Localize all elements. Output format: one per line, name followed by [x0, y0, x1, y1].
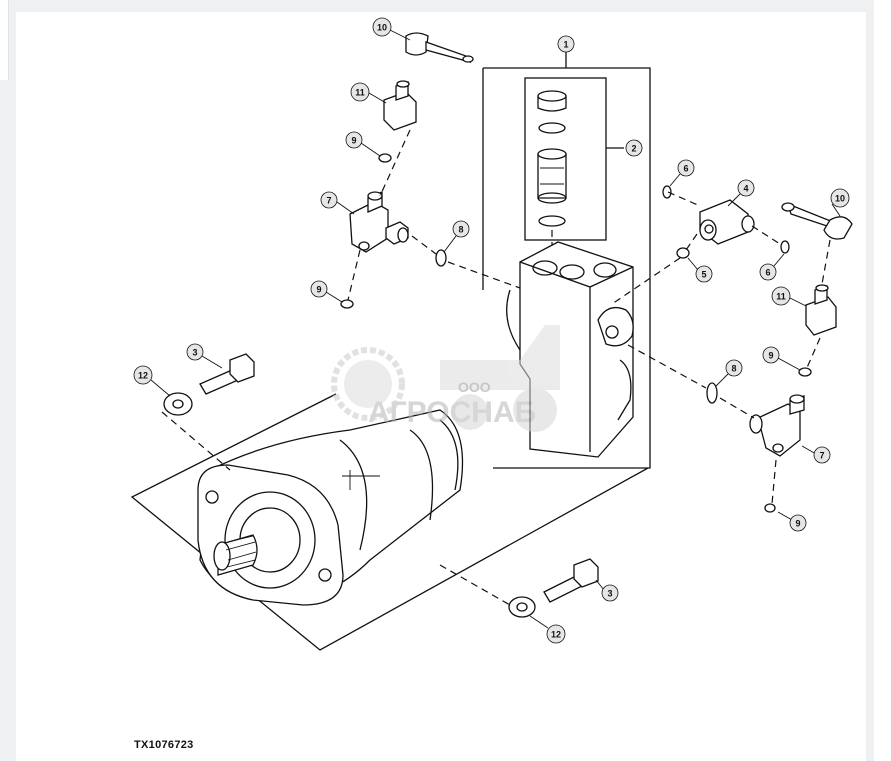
assembly-lines [161, 129, 831, 606]
callout-8-right-label: 8 [731, 364, 736, 374]
callout-6-left-bubble [677, 159, 695, 177]
callout-2-bubble [625, 139, 643, 157]
figure-code: TX1076723 [134, 739, 194, 751]
fitting-11-left [383, 80, 417, 131]
washer-9-upper-left [378, 153, 392, 163]
callout-3-lower-bubble [601, 584, 619, 602]
watermark-logo: ООО АГРОСНАБ [331, 325, 560, 432]
callout-9-right-label: 9 [768, 351, 773, 361]
callout-11-right-label: 11 [776, 292, 786, 302]
snap-ring-8-right [706, 382, 718, 404]
callout-10-left-bubble [372, 17, 392, 37]
callout-4-label: 4 [743, 184, 748, 194]
washer-12-left [163, 392, 193, 416]
callout-7-right-label: 7 [819, 451, 824, 461]
valve-assembly-frame [482, 52, 651, 469]
callout-1-label: 1 [563, 40, 568, 50]
bolt-3-lower [543, 558, 599, 603]
callout-9-lower-left-label: 9 [316, 285, 321, 295]
watermark-company: АГРОСНАБ [368, 396, 536, 429]
callout-8-right-bubble [725, 359, 743, 377]
callout-4-bubble [737, 179, 755, 197]
dust-cap-10-left [405, 32, 474, 64]
callout-5-label: 5 [701, 270, 706, 280]
callout-6-right-bubble [759, 263, 777, 281]
callout-10-left-label: 10 [377, 23, 387, 33]
right-edge-panel [874, 0, 891, 761]
callout-5-bubble [695, 265, 713, 283]
callout-11-right-bubble [771, 286, 791, 306]
cartridge-kit-frame [524, 77, 624, 262]
callout-7-left-bubble [320, 191, 338, 209]
callout-6-right-label: 6 [765, 268, 770, 278]
tee-fitting-7-left [349, 191, 409, 253]
o-ring-5 [676, 247, 690, 259]
callout-9-lower-right-bubble [789, 514, 807, 532]
tee-fitting-7-right [749, 394, 805, 457]
callout-12-left-bubble [133, 365, 153, 385]
callout-12-right-bubble [546, 624, 566, 644]
washer-9-lower-right [764, 503, 776, 513]
callout-7-right-bubble [813, 446, 831, 464]
callout-1-bubble [557, 35, 575, 53]
fitting-11-right [805, 284, 837, 336]
callout-12-right-label: 12 [551, 630, 561, 640]
callout-10-right-label: 10 [835, 194, 845, 204]
snap-ring-8-left [435, 249, 447, 267]
bolt-3-upper [199, 353, 255, 395]
callout-12-left-label: 12 [138, 371, 148, 381]
hydraulic-motor [197, 409, 464, 606]
callout-11-left-label: 11 [355, 88, 365, 98]
callout-9-lower-right-label: 9 [795, 519, 800, 529]
callout-9-upper-left-bubble [345, 131, 363, 149]
callout-3-upper-bubble [186, 343, 204, 361]
callout-3-upper-label: 3 [192, 348, 197, 358]
callout-layer: 1 2 10 11 9 7 8 9 3 12 [133, 17, 850, 644]
callout-10-right-bubble [830, 188, 850, 208]
left-edge-panel [0, 0, 9, 80]
callout-9-upper-left-label: 9 [351, 136, 356, 146]
washer-9-lower-left [340, 299, 354, 309]
washer-9-right [798, 367, 812, 377]
callout-8-left-label: 8 [458, 225, 463, 235]
callout-2-label: 2 [631, 144, 636, 154]
callout-9-lower-left-bubble [310, 280, 328, 298]
check-fitting-4 [699, 199, 755, 245]
callout-9-right-bubble [762, 346, 780, 364]
dust-cap-10-right [781, 202, 853, 240]
watermark-prefix: ООО [458, 379, 491, 395]
seal-ring-6-left [662, 185, 672, 199]
washer-12-right [508, 596, 536, 618]
callout-11-left-bubble [350, 82, 370, 102]
seal-ring-6-right [780, 240, 790, 254]
callout-3-lower-label: 3 [607, 589, 612, 599]
callout-6-left-label: 6 [683, 164, 688, 174]
callout-8-left-bubble [452, 220, 470, 238]
callout-7-left-label: 7 [326, 196, 331, 206]
